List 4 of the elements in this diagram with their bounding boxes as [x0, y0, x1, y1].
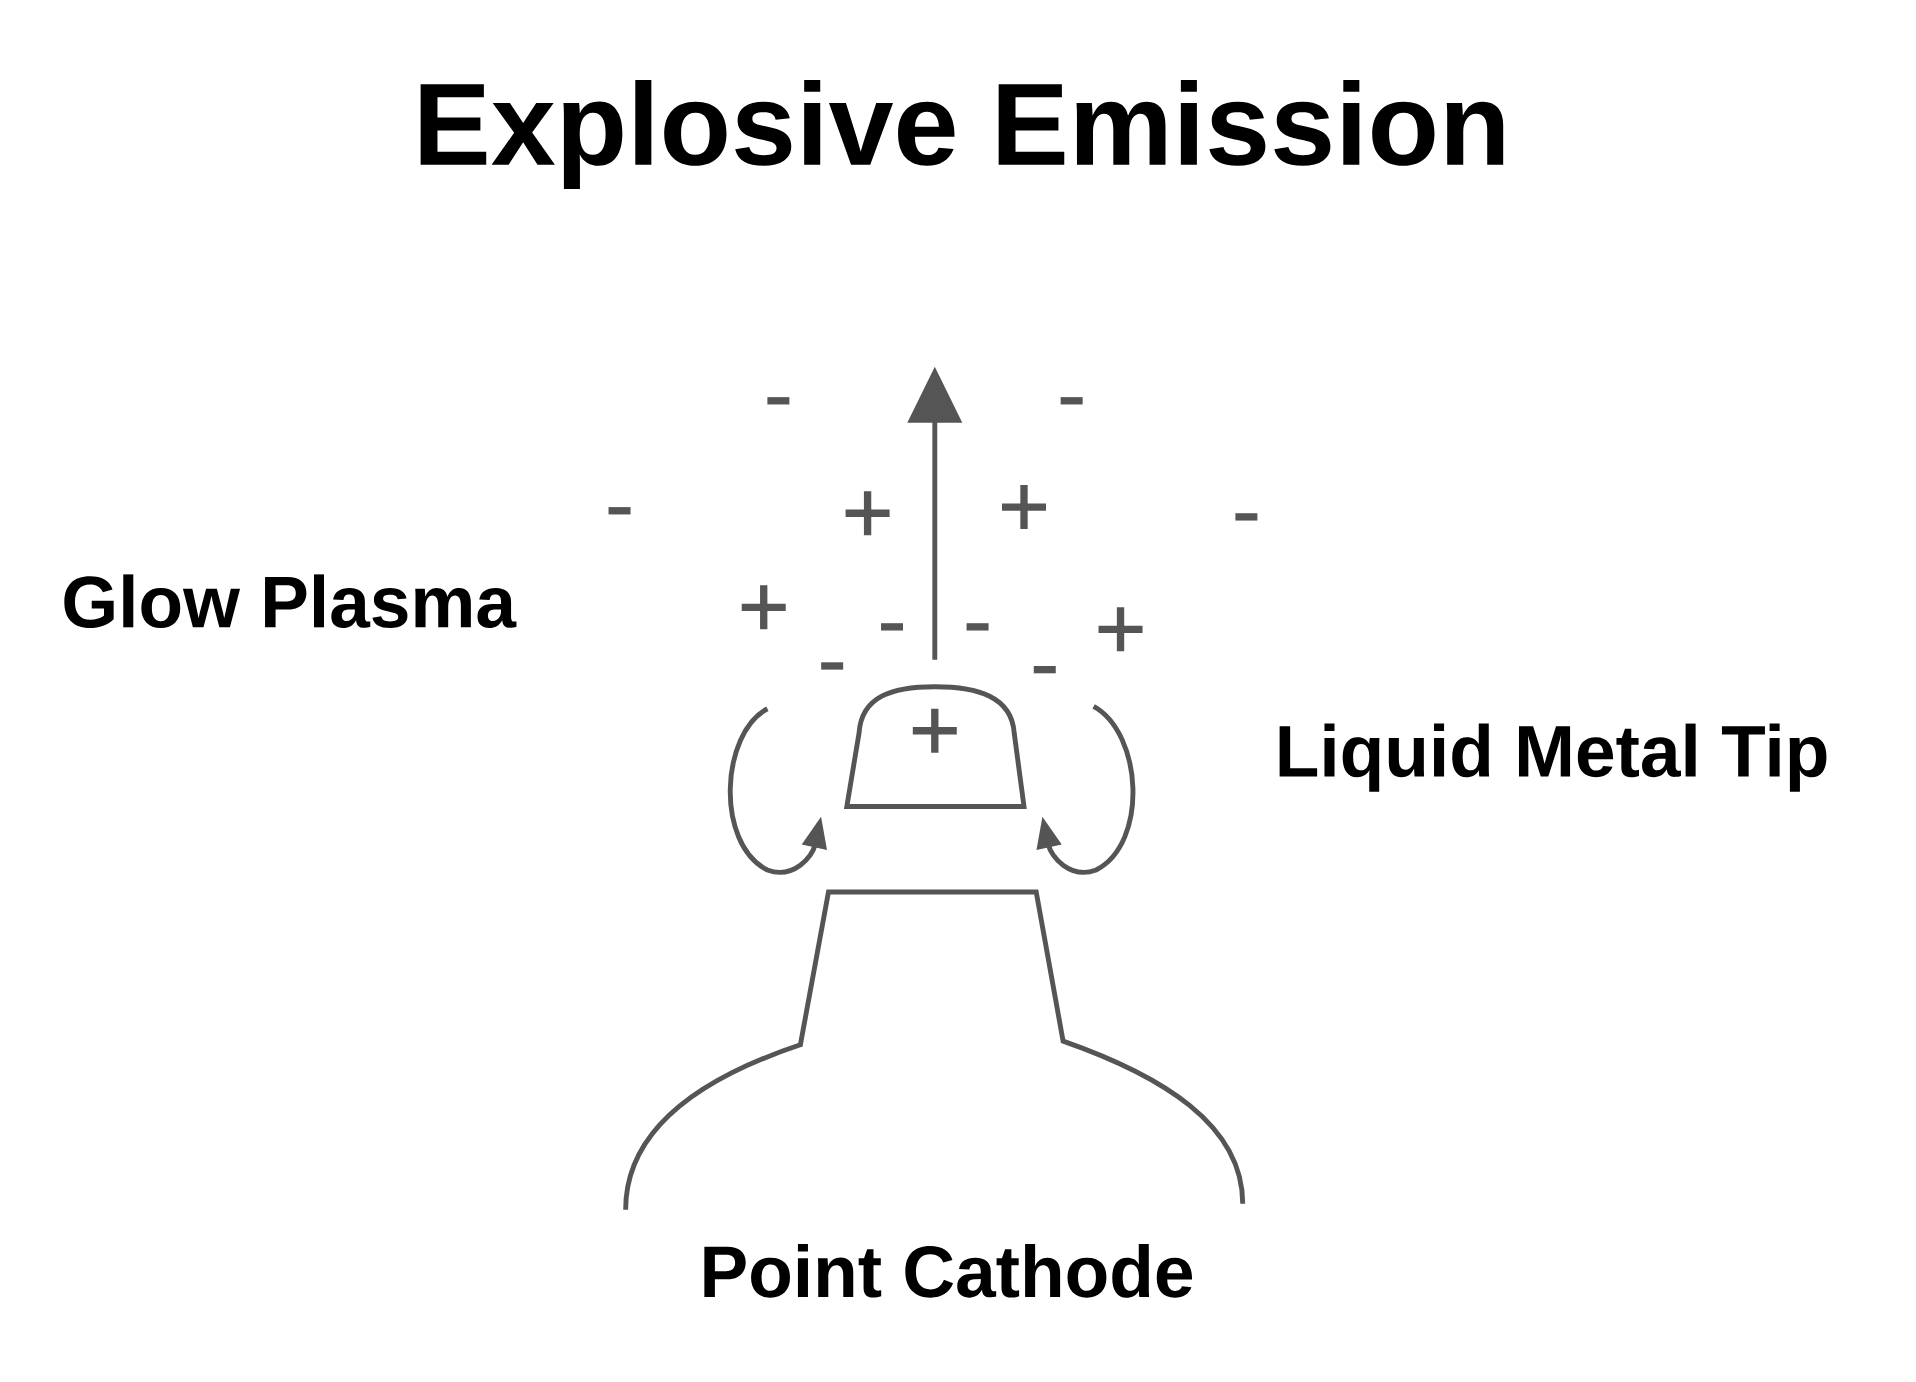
- part-label: Glow Plasma: [64, 574, 517, 628]
- part-label: Liquid Metal Tip: [1279, 723, 1827, 792]
- part-label: Point Cathode: [704, 1244, 1192, 1298]
- title: Explosive Emission: [420, 79, 1504, 189]
